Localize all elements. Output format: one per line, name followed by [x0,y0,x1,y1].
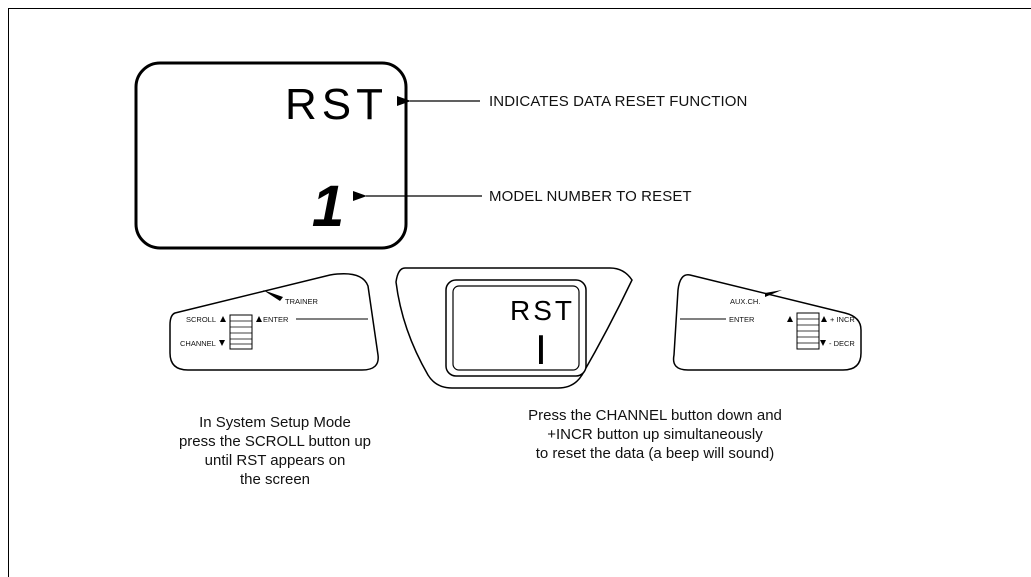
aux-switch-icon [765,290,782,297]
channel-down-arrow-icon [219,340,225,346]
left-instruction-line: until RST appears on [204,452,346,469]
right-enter-up-arrow-icon [787,316,793,322]
left-control-panel [169,273,379,371]
channel-label: CHANNEL [180,339,216,348]
scroll-label: SCROLL [186,315,217,324]
trainer-switch-icon [263,290,283,301]
left-instruction-line: press the SCROLL button up [178,433,372,450]
right-enter-label: ENTER [729,315,755,324]
model-number-callout: MODEL NUMBER TO RESET [489,188,692,205]
incr-label: + INCR [830,315,855,324]
large-lcd-number: 1 [312,174,344,239]
page-border-top [8,8,1031,9]
decr-label: - DECR [829,339,855,348]
left-instruction-line: the screen [239,471,311,488]
page-border-left [8,8,9,577]
scroll-up-arrow-icon [220,316,226,322]
reset-function-callout: INDICATES DATA RESET FUNCTION [489,93,748,110]
center-lcd-number: I [535,326,547,373]
right-instructions: Press the CHANNEL button down and +INCR … [500,406,810,463]
left-scroll-switch [229,314,253,350]
center-lcd-inner [452,285,580,371]
right-instruction-line: +INCR button up simultaneously [547,426,763,443]
left-enter-label: ENTER [263,315,289,324]
left-instructions: In System Setup Mode press the SCROLL bu… [160,413,390,489]
center-lcd-code: RST [510,295,575,326]
right-instruction-line: Press the CHANNEL button down and [528,407,782,424]
large-lcd-screen [134,61,408,250]
decr-down-arrow-icon [820,340,826,346]
aux-channel-label: AUX.CH. [730,297,761,306]
incr-up-arrow-icon [821,316,827,322]
trainer-label: TRAINER [285,297,318,306]
enter-up-arrow-icon [256,316,262,322]
left-instruction-line: In System Setup Mode [199,414,351,431]
large-lcd-code: RST [285,80,388,129]
right-instruction-line: to reset the data (a beep will sound) [535,445,775,462]
